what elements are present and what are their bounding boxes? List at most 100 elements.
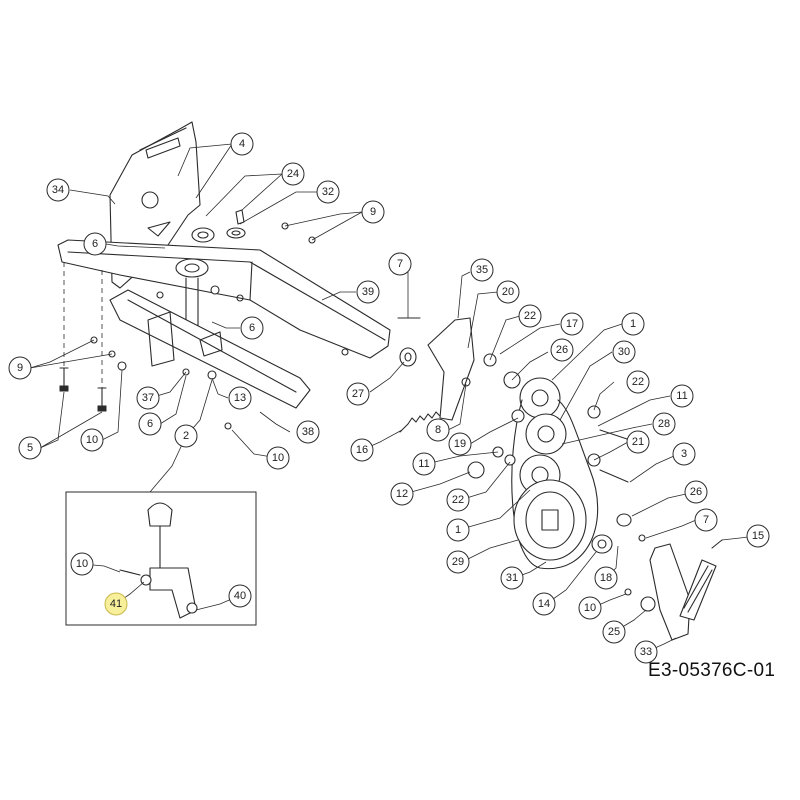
callout-3: 3 (672, 442, 696, 466)
callout-35: 35 (470, 258, 494, 282)
svg-text:17: 17 (566, 318, 578, 330)
svg-text:9: 9 (370, 206, 376, 218)
callout-22-lower: 22 (446, 488, 470, 512)
svg-text:34: 34 (52, 184, 64, 196)
spacer (399, 347, 417, 367)
callout-39: 39 (356, 280, 380, 304)
callout-10-middle: 10 (266, 446, 290, 470)
callout-5: 5 (18, 436, 42, 460)
svg-text:41: 41 (110, 598, 122, 610)
callout-9-upper: 9 (361, 200, 385, 224)
callout-37: 37 (136, 386, 160, 410)
pedal-pad (679, 559, 717, 621)
callout-6-lower: 6 (138, 412, 162, 436)
svg-text:21: 21 (632, 436, 644, 448)
svg-text:18: 18 (600, 572, 612, 584)
callout-7-upper: 7 (388, 252, 412, 276)
callout-32: 32 (316, 180, 340, 204)
svg-text:2: 2 (183, 430, 189, 442)
callout-13: 13 (228, 386, 252, 410)
svg-text:10: 10 (584, 602, 596, 614)
svg-text:30: 30 (618, 346, 630, 358)
svg-text:22: 22 (524, 310, 536, 322)
drawing-code-label: E3-05376C-01 (648, 660, 776, 681)
svg-text:1: 1 (455, 524, 461, 536)
callout-22-right: 22 (626, 370, 650, 394)
callout-10-left: 10 (80, 428, 104, 452)
callout-41: 41 (104, 592, 128, 616)
callout-12: 12 (390, 482, 414, 506)
svg-text:11: 11 (676, 390, 687, 402)
callout-16: 16 (350, 438, 374, 462)
svg-text:10: 10 (76, 558, 88, 570)
svg-text:15: 15 (752, 530, 764, 542)
callout-26-lower: 26 (684, 480, 708, 504)
detail-inset-frame (65, 491, 257, 626)
callout-7-lower: 7 (694, 508, 718, 532)
svg-text:35: 35 (476, 264, 488, 276)
callout-17: 17 (560, 312, 584, 336)
callout-6-middle: 6 (240, 316, 264, 340)
inset-bracket (149, 567, 197, 619)
callout-18: 18 (594, 566, 618, 590)
svg-text:4: 4 (239, 138, 245, 150)
svg-text:31: 31 (506, 572, 518, 584)
svg-text:13: 13 (234, 392, 246, 404)
svg-text:38: 38 (302, 426, 314, 438)
svg-text:32: 32 (322, 186, 334, 198)
svg-text:26: 26 (556, 344, 568, 356)
drive-belt (511, 399, 599, 570)
callout-14: 14 (532, 592, 556, 616)
cross-frame (109, 289, 311, 409)
svg-text:10: 10 (86, 434, 98, 446)
bushing (591, 534, 613, 554)
callout-20: 20 (496, 280, 520, 304)
svg-text:26: 26 (690, 486, 702, 498)
svg-text:20: 20 (502, 286, 514, 298)
callout-38: 38 (296, 420, 320, 444)
bearing (226, 227, 246, 239)
svg-text:5: 5 (27, 442, 33, 454)
callout-30: 30 (612, 340, 636, 364)
callout-balloons: 4 24 34 32 9 6 7 35 39 20 22 17 1 6 9 26… (8, 132, 770, 664)
svg-text:22: 22 (632, 376, 644, 388)
callout-11-right: 11 (670, 384, 694, 408)
svg-text:6: 6 (92, 238, 98, 250)
svg-text:27: 27 (352, 388, 364, 400)
inset-pulley-shaft (147, 502, 173, 527)
parts-artwork (57, 121, 723, 641)
svg-text:16: 16 (356, 444, 368, 456)
svg-text:39: 39 (362, 286, 374, 298)
svg-text:3: 3 (681, 448, 687, 460)
bolt-mid (97, 387, 107, 409)
svg-text:12: 12 (396, 488, 408, 500)
callout-33: 33 (634, 640, 658, 664)
idler-arm (427, 317, 475, 421)
svg-text:7: 7 (703, 514, 709, 526)
svg-text:14: 14 (538, 598, 550, 610)
callout-8: 8 (426, 418, 450, 442)
svg-text:25: 25 (608, 626, 620, 638)
callout-1-lower: 1 (446, 518, 470, 542)
callout-24: 24 (281, 162, 305, 186)
bearing-flange (191, 227, 215, 243)
frame-rail (57, 239, 391, 359)
callout-11-left: 11 (412, 452, 436, 476)
callout-34: 34 (46, 178, 70, 202)
callout-21: 21 (626, 430, 650, 454)
callout-29: 29 (446, 550, 470, 574)
callout-2: 2 (174, 424, 198, 448)
svg-text:7: 7 (397, 258, 403, 270)
callout-19: 19 (448, 432, 472, 456)
center-pulley (175, 258, 209, 278)
svg-text:8: 8 (435, 424, 441, 436)
svg-text:24: 24 (287, 168, 299, 180)
callout-25: 25 (602, 620, 626, 644)
callout-4: 4 (230, 132, 254, 156)
upper-pulley (519, 377, 561, 419)
callout-28: 28 (652, 412, 676, 436)
callout-31: 31 (500, 566, 524, 590)
svg-text:19: 19 (454, 438, 466, 450)
svg-text:10: 10 (272, 452, 284, 464)
